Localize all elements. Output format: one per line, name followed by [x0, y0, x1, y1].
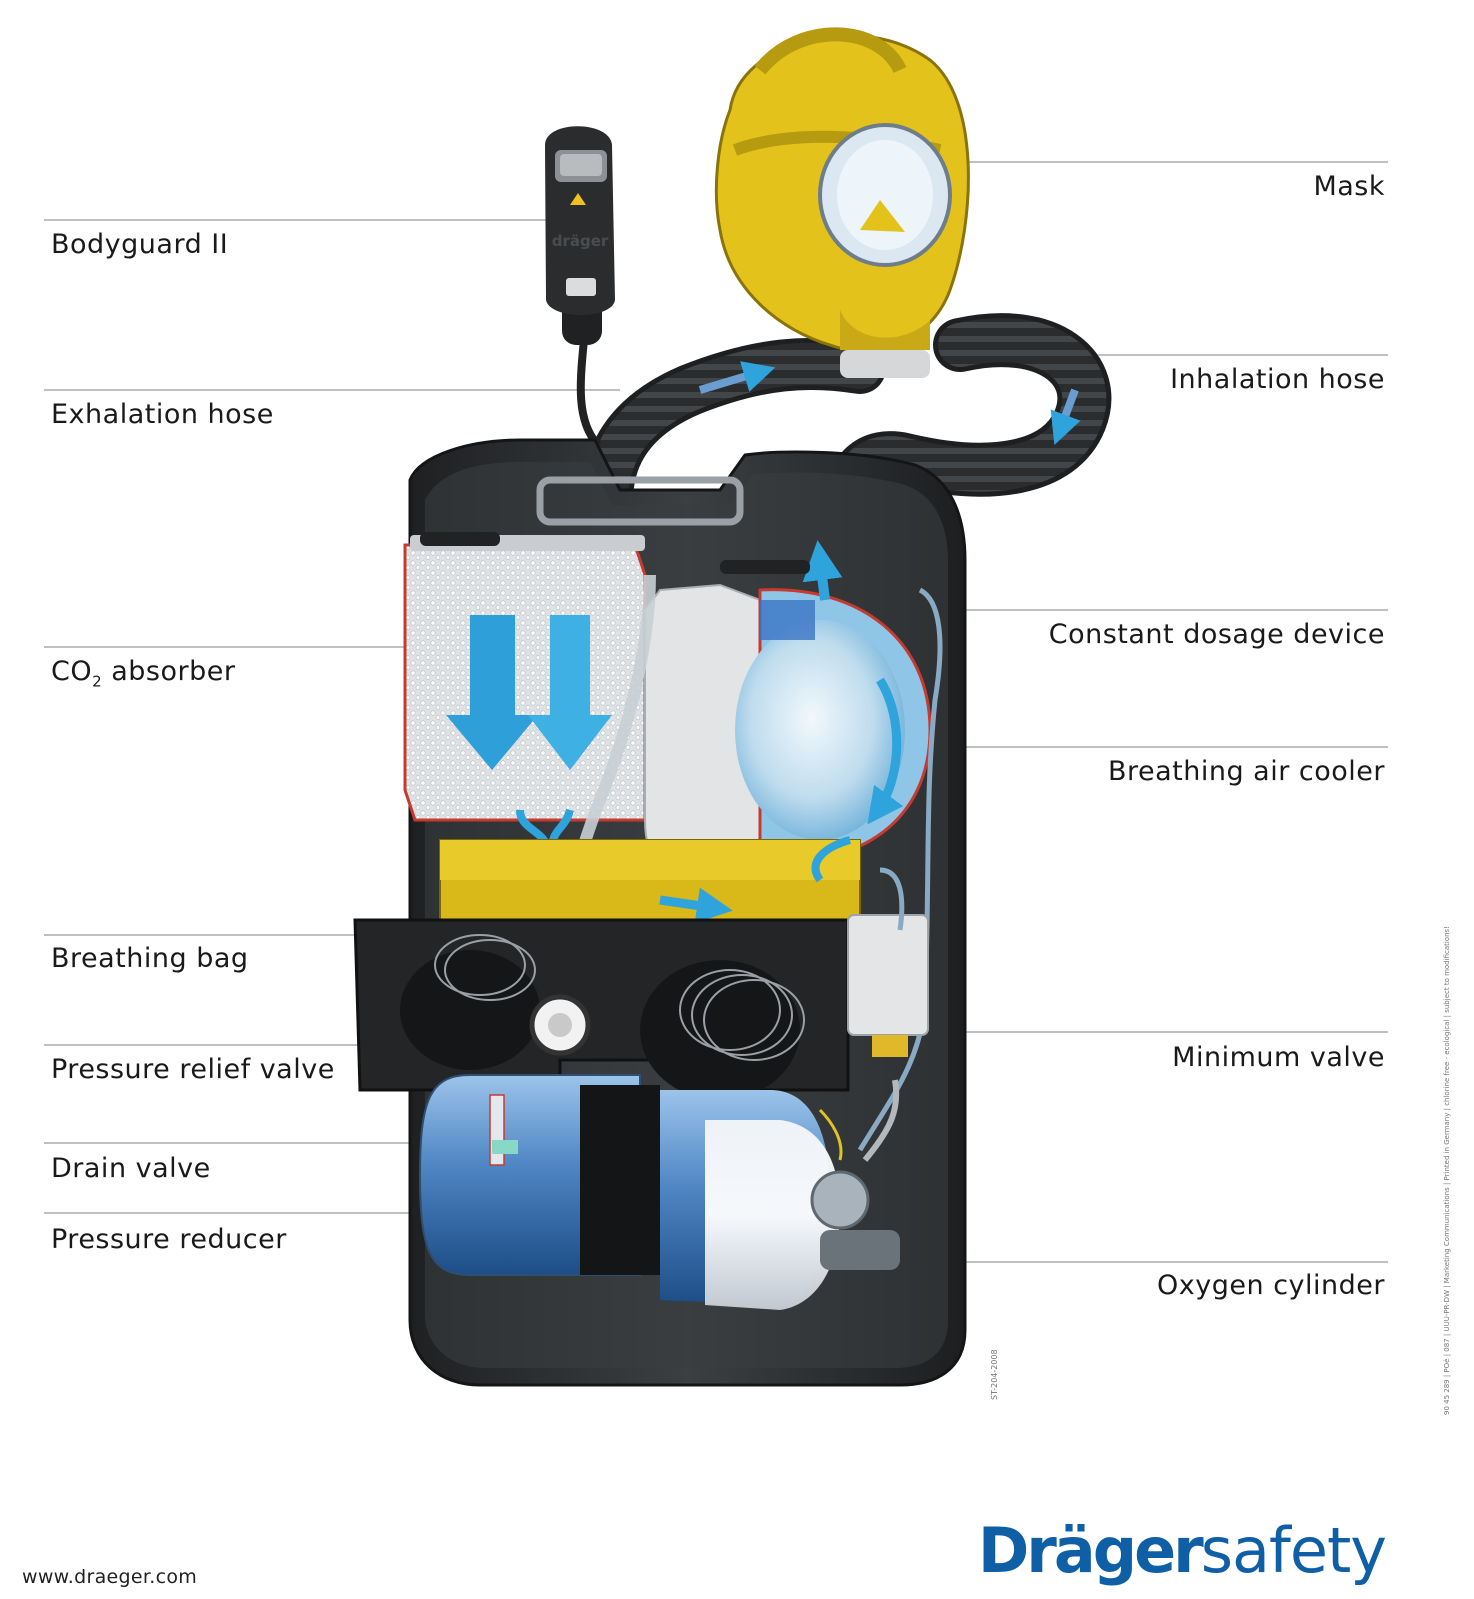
co2-subscript: 2 [92, 672, 103, 691]
label-minimum-valve: Minimum valve [1172, 1042, 1385, 1073]
breathing-air-cooler [644, 540, 932, 872]
oxygen-cylinder [418, 1074, 840, 1310]
label-constant-dosage-device: Constant dosage device [1048, 619, 1385, 650]
label-breathing-air-cooler: Breathing air cooler [1107, 756, 1385, 787]
footer-url[interactable]: www.draeger.com [22, 1566, 198, 1588]
minimum-valve [847, 867, 929, 1057]
mask [714, 27, 970, 378]
label-drain-valve: Drain valve [51, 1153, 211, 1184]
pressure-reducer [810, 1079, 900, 1270]
top-handle [420, 476, 810, 574]
label-inhalation-hose: Inhalation hose [1170, 364, 1385, 395]
label-bodyguard: Bodyguard II [51, 229, 229, 260]
label-breathing-bag: Breathing bag [51, 943, 249, 974]
side-print-note: 90 45 289 | POé | 087 | UUU-PR-DW | Mark… [1443, 815, 1451, 1415]
side-note-text: 90 45 289 | POé | 087 | UUU-PR-DW | Mark… [1443, 926, 1451, 1415]
brand-bold: Dräger [977, 1514, 1204, 1587]
stamp-text: ST-204-2008 [990, 1349, 999, 1400]
stamp-code: ST-204-2008 [990, 1340, 999, 1400]
label-co2-absorber: CO2 absorber [51, 658, 235, 689]
label-pressure-relief-valve: Pressure relief valve [51, 1054, 335, 1085]
bodyguard-gauge: dräger [545, 126, 615, 448]
gauge-logo: dräger [552, 232, 609, 250]
label-oxygen-cylinder: Oxygen cylinder [1157, 1270, 1385, 1301]
co2-absorber [403, 535, 647, 852]
brand-light: safety [1200, 1514, 1387, 1587]
bellows-tray [353, 918, 850, 1100]
co2-rest: absorber [102, 656, 236, 687]
label-mask: Mask [1313, 171, 1385, 202]
label-exhalation-hose: Exhalation hose [51, 399, 274, 430]
label-pressure-reducer: Pressure reducer [51, 1224, 287, 1255]
co2-main: CO [51, 656, 93, 687]
brand-logo: Drägersafety [978, 1520, 1387, 1582]
